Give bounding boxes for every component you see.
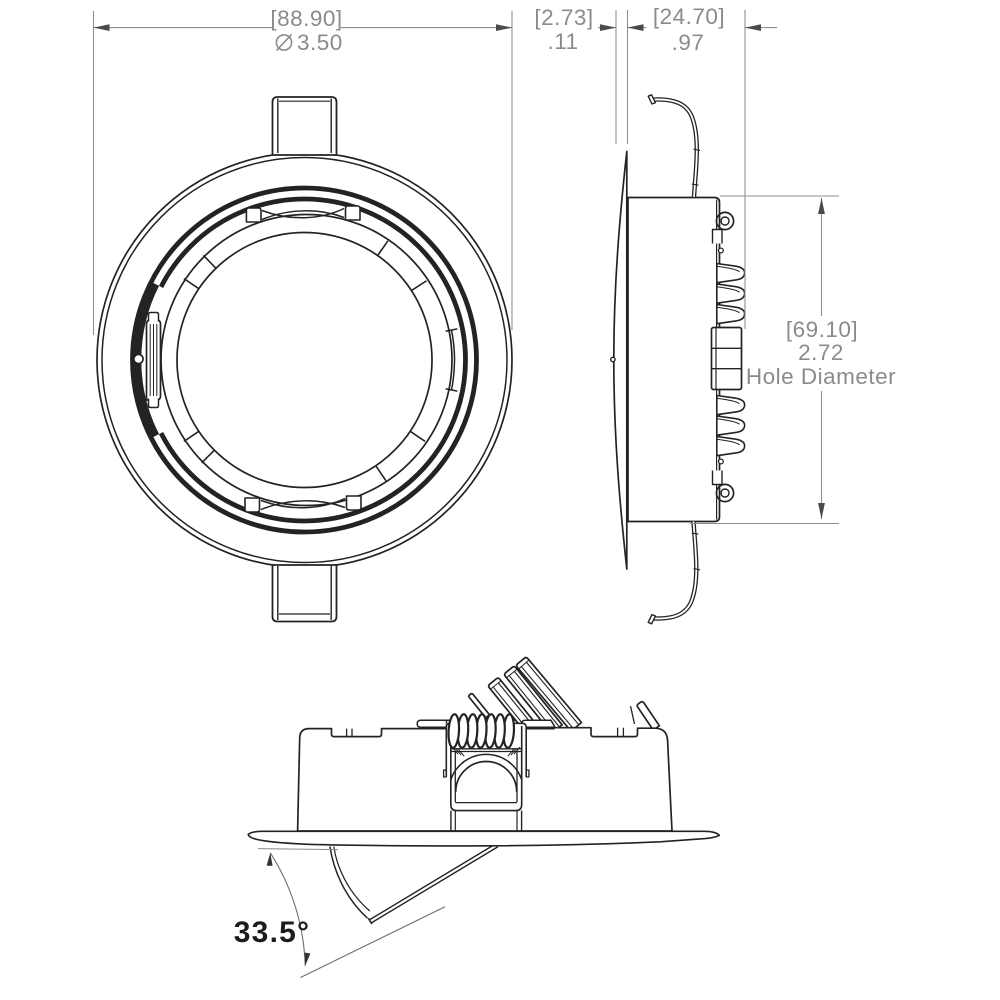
svg-text:[88.90]: [88.90]: [270, 6, 342, 31]
svg-text:33.5°: 33.5°: [234, 916, 310, 949]
svg-text:2.72: 2.72: [798, 340, 844, 365]
svg-text:.11: .11: [547, 29, 578, 54]
svg-text:[69.10]: [69.10]: [786, 317, 858, 342]
svg-text:[24.70]: [24.70]: [653, 4, 725, 29]
svg-text:.97: .97: [672, 30, 705, 55]
svg-text:Hole Diameter: Hole Diameter: [746, 364, 896, 389]
svg-text:3.50: 3.50: [297, 30, 343, 55]
svg-text:[2.73]: [2.73]: [534, 5, 593, 30]
